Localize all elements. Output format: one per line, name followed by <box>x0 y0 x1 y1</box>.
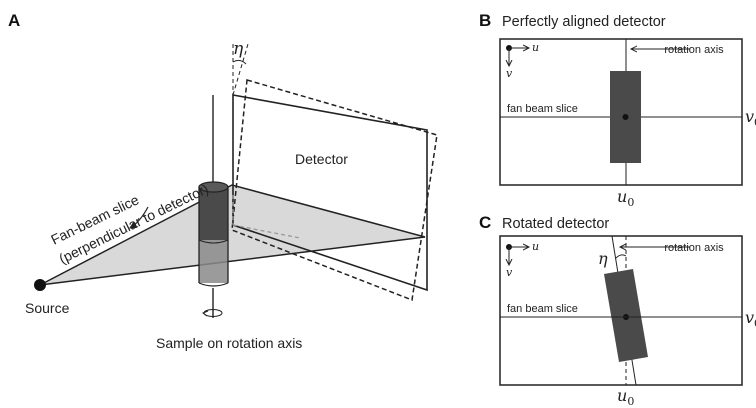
panel-c-rotation-axis-label: rotation axis <box>664 242 724 254</box>
panel-c-v0-label: v0 <box>745 308 756 330</box>
sample-label: Sample on rotation axis <box>156 335 302 351</box>
detector-rotated-plane <box>231 79 438 302</box>
panel-a-letter: A <box>8 11 20 30</box>
panel-b-u0-label: u0 <box>617 187 634 209</box>
panel-b-rotation-axis-label: rotation axis <box>664 44 724 56</box>
source-point <box>34 279 46 291</box>
fan-beam-slice <box>39 184 426 286</box>
panel-b-title: Perfectly aligned detector <box>502 14 666 30</box>
detector-label: Detector <box>295 151 348 167</box>
panel-c-letter: C <box>479 213 491 232</box>
panel-a: A η Source <box>8 11 438 351</box>
panel-b: B Perfectly aligned detector u v rotatio… <box>479 11 756 209</box>
eta-tilted-dashed <box>232 43 249 96</box>
source-label: Source <box>25 300 70 316</box>
panel-b-letter: B <box>479 11 491 30</box>
sample-cylinder <box>198 181 229 287</box>
panel-c-eta-label: η <box>598 249 608 268</box>
panel-b-u-axis-label: u <box>532 41 539 54</box>
panel-c-title: Rotated detector <box>502 216 609 232</box>
fan-beam-pointer-arrow <box>129 206 149 229</box>
panel-c-fan-beam-label: fan beam slice <box>507 303 578 315</box>
panel-c: C Rotated detector u v η rotation axis f… <box>479 213 756 408</box>
panel-b-v0-label: v0 <box>745 107 756 129</box>
panel-c-u0-label: u0 <box>617 386 634 408</box>
eta-label: η <box>233 39 244 59</box>
panel-c-v-axis-label: v <box>506 266 513 279</box>
panel-c-u-axis-label: u <box>532 240 539 253</box>
panel-b-v-axis-label: v <box>506 67 513 80</box>
detector-plane <box>232 94 428 292</box>
panel-b-fan-beam-label: fan beam slice <box>507 103 578 115</box>
